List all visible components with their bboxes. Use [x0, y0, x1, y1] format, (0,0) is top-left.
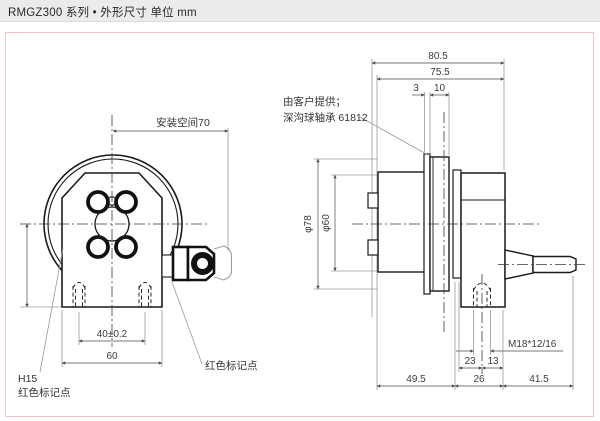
connector-neck	[161, 254, 174, 278]
screw-boss-top	[367, 192, 379, 209]
bearing-width-value: 10	[434, 83, 446, 94]
page-title: RMGZ300 系列 • 外形尺寸 单位 mm	[8, 7, 197, 19]
bolt-hole-bottom-left	[86, 235, 110, 259]
leader-bearing-note	[359, 116, 429, 156]
dim-23-value: 23	[464, 356, 476, 367]
bolt-hole-bottom-right	[114, 235, 138, 259]
connector-mount	[171, 245, 190, 282]
bearing-note-line1: 由客户提供；	[283, 95, 346, 108]
index-pin-hole	[107, 196, 117, 206]
dim-41-value: 41.5	[529, 374, 549, 385]
body-width-value: 75.5	[430, 67, 450, 78]
front-view: 安装空间70 40±0.2 60 H15 红色标记点 红色标记点	[18, 115, 258, 399]
dim-13-value: 13	[487, 356, 499, 367]
overall-width-value: 80.5	[428, 51, 448, 62]
hole-spacing-value: 40±0.2	[97, 329, 128, 340]
bearing-od-value: φ78	[303, 215, 314, 233]
red-mark-right-label: 红色标记点	[205, 359, 258, 372]
bearing-note-line2: 深沟球轴承 61812	[283, 111, 368, 124]
hub-block	[377, 171, 427, 273]
screw-boss-bottom	[367, 239, 379, 256]
red-mark-left-label: 红色标记点	[18, 386, 71, 399]
connector-ring	[191, 252, 214, 275]
base-thread-hole-right	[138, 282, 152, 307]
thread-label: M18*12/16	[508, 339, 557, 350]
base-width-value: 60	[106, 351, 118, 362]
bearing-bore-value: φ60	[321, 214, 332, 232]
dim-49-value: 49.5	[406, 374, 426, 385]
leader-right-mark	[171, 281, 203, 365]
dim-26-value: 26	[473, 374, 485, 385]
center-bore	[94, 206, 130, 242]
title-bar: RMGZ300 系列 • 外形尺寸 单位 mm	[0, 0, 600, 22]
m18-hidden-hole	[473, 282, 491, 307]
side-view: 80.5 75.5 3 10 φ78 φ60 由客户提供； 深沟球轴承 6181…	[283, 51, 588, 390]
ring-width-value: 3	[413, 83, 419, 94]
sensor-body-block	[460, 172, 506, 308]
leader-left-mark	[39, 247, 64, 373]
h15-label: H15	[18, 373, 37, 385]
connector-plug	[532, 255, 577, 274]
install-space-label: 安装空间70	[156, 116, 210, 129]
base-thread-hole-left	[72, 282, 86, 307]
connector-ghost-outline	[213, 245, 232, 281]
